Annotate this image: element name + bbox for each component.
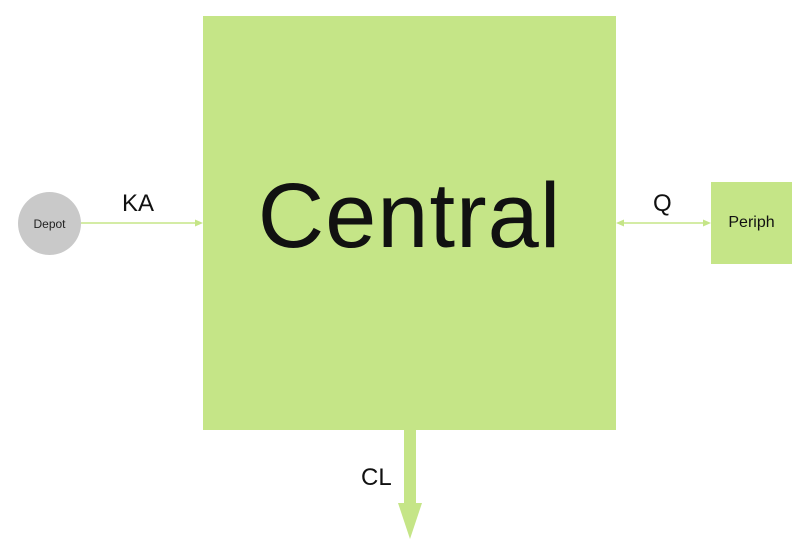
q-label: Q [653,190,672,217]
depot-compartment: Depot [18,192,81,255]
periph-label: Periph [728,214,775,231]
central-compartment: Central [203,16,616,430]
arrow-cl [398,430,422,539]
peripheral-compartment: Periph [711,182,792,264]
central-label: Central [257,164,562,267]
ka-label: KA [122,190,155,217]
arrow-ka [81,219,203,227]
arrow-q [616,219,711,227]
cl-label: CL [361,464,392,491]
depot-label: Depot [33,216,66,231]
